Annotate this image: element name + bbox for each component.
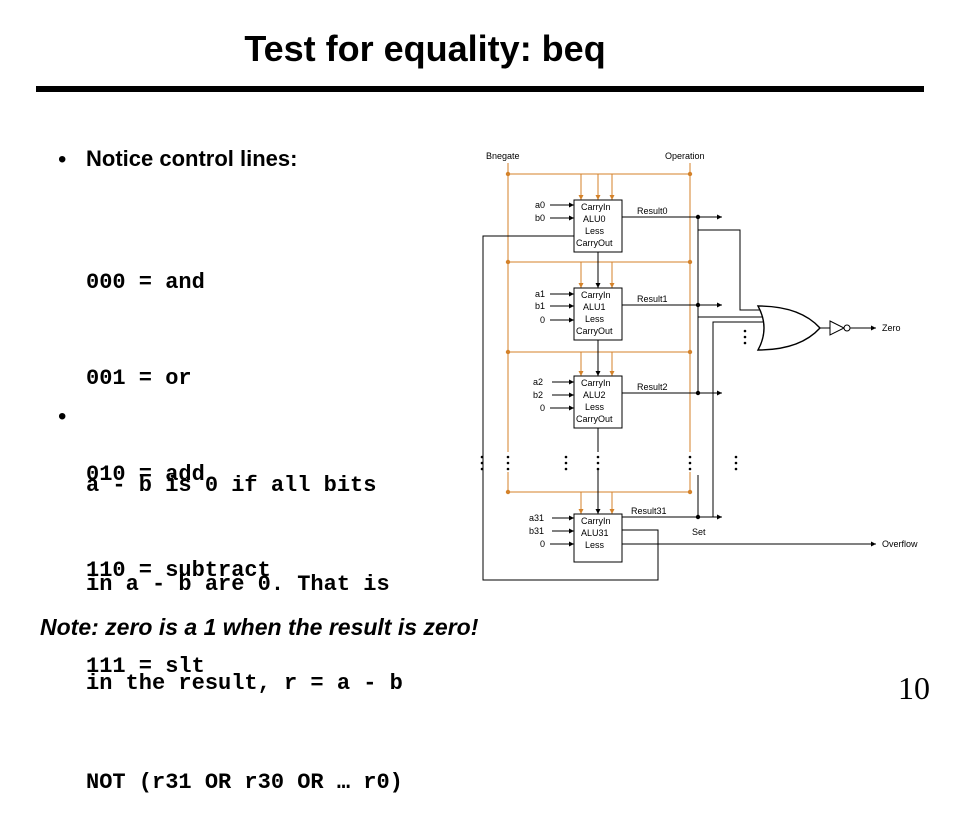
set-and-overflow-wires	[482, 235, 876, 581]
alu1-box: CarryIn ALU1 Less CarryOut	[573, 287, 623, 341]
alu31-box: CarryIn ALU31 Less	[573, 513, 623, 563]
overflow-output-label: Overflow	[882, 539, 918, 549]
input-label-less2: 0	[540, 403, 545, 413]
inverter-gate	[820, 320, 876, 336]
explanation-line: NOT (r31 OR r30 OR … r0)	[86, 770, 403, 795]
alu-box-label: CarryIn	[581, 516, 611, 526]
explanation-line: in a - b are 0. That is	[86, 572, 390, 597]
alu2-box: CarryIn ALU2 Less CarryOut	[573, 375, 623, 429]
input-label-b2: b2	[533, 390, 543, 400]
alu-box-label: CarryIn	[581, 290, 611, 300]
result-label-2: Result2	[637, 382, 668, 392]
alu-box-label: ALU0	[583, 214, 606, 224]
or-gate	[756, 305, 821, 351]
control-code-or: 001 = or	[86, 366, 192, 391]
ripple-alu-diagram: Bnegate Operation CarryIn ALU0 Less Carr…	[480, 151, 918, 581]
alu0-box: CarryIn ALU0 Less CarryOut	[573, 199, 623, 253]
control-bus	[507, 163, 691, 514]
alu-box-label: Less	[585, 226, 605, 236]
explanation-line: in the result, r = a - b	[86, 671, 403, 696]
control-junctions	[505, 171, 693, 495]
control-lines-heading: Notice control lines:	[86, 146, 298, 171]
alu-box-label: CarryIn	[581, 378, 611, 388]
continuation-dots	[480, 329, 747, 471]
input-label-a2: a2	[533, 377, 543, 387]
alu-box-label: CarryOut	[576, 326, 613, 336]
input-label-b0: b0	[535, 213, 545, 223]
control-code-list: 000 = and 001 = or 010 = add 110 = subtr…	[86, 203, 271, 715]
page-number: 10	[898, 670, 930, 706]
bullet-marker: •	[58, 146, 67, 173]
control-code-and: 000 = and	[86, 270, 205, 295]
operation-label: Operation	[665, 151, 705, 161]
slide-title: Test for equality: beq	[244, 28, 606, 69]
alu-box-label: Less	[585, 314, 605, 324]
input-label-less1: 0	[540, 315, 545, 325]
alu-box-label: ALU2	[583, 390, 606, 400]
zero-output-label: Zero	[882, 323, 901, 333]
zero-note: Note: zero is a 1 when the result is zer…	[40, 614, 479, 640]
alu-box-label: Less	[585, 540, 605, 550]
alu-box-label: ALU31	[581, 528, 609, 538]
result-label-0: Result0	[637, 206, 668, 216]
result-lines	[622, 214, 765, 520]
input-label-a0: a0	[535, 200, 545, 210]
control-code-subtract: 110 = subtract	[86, 558, 271, 583]
input-label-b1: b1	[535, 301, 545, 311]
input-label-b31: b31	[529, 526, 544, 536]
input-label-less31: 0	[540, 539, 545, 549]
explanation-line: a - b is 0 if all bits	[86, 473, 377, 498]
result-junctions	[695, 214, 701, 520]
control-code-slt: 111 = slt	[86, 654, 205, 679]
alu-box-label: Less	[585, 402, 605, 412]
title-underline	[36, 86, 924, 92]
control-code-add: 010 = add	[86, 462, 205, 487]
alu-box-label: ALU1	[583, 302, 606, 312]
result-label-1: Result1	[637, 294, 668, 304]
bnegate-label: Bnegate	[486, 151, 520, 161]
bullet-marker: •	[58, 403, 67, 430]
alu-box-label: CarryIn	[581, 202, 611, 212]
set-label: Set	[692, 527, 706, 537]
alu-box-label: CarryOut	[576, 238, 613, 248]
result-label-31: Result31	[631, 506, 667, 516]
input-arrows	[550, 202, 574, 547]
input-label-a31: a31	[529, 513, 544, 523]
input-label-a1: a1	[535, 289, 545, 299]
alu-box-label: CarryOut	[576, 414, 613, 424]
